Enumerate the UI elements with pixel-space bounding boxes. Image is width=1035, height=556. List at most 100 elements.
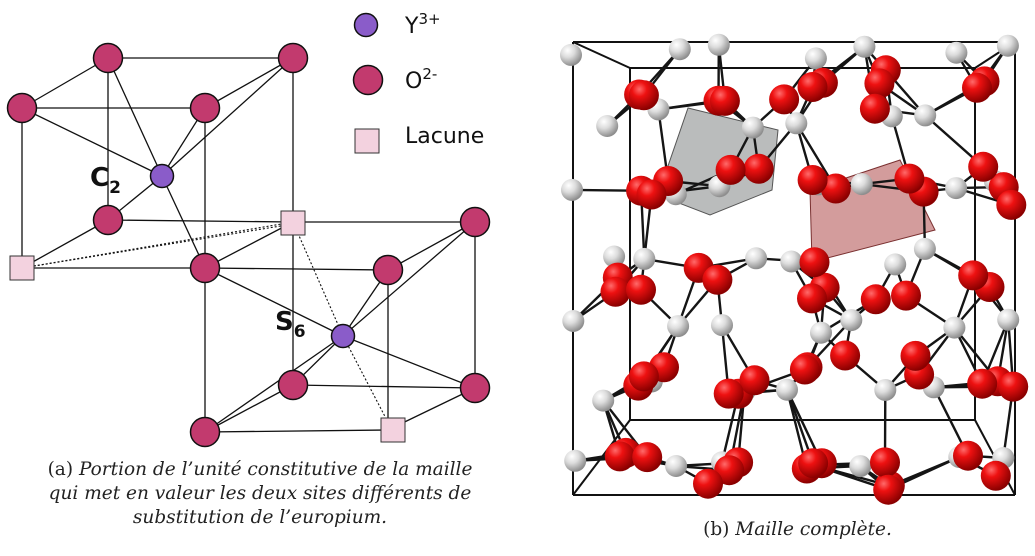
oxygen-atom: [693, 468, 723, 499]
oxygen-atom: [709, 85, 740, 116]
legend-label-vacancy: Lacune: [405, 124, 484, 149]
cation-atom: [711, 314, 733, 337]
oxygen-atom: [6, 92, 38, 124]
cation-atom: [853, 35, 876, 58]
oxygen-atom: [870, 447, 900, 478]
oxygen-atom: [702, 264, 733, 295]
oxygen-atom: [891, 280, 921, 311]
legend-oxygen-icon: [352, 64, 384, 96]
cation-atom: [945, 177, 968, 200]
bond-line: [342, 335, 476, 389]
oxygen-atom: [873, 474, 904, 505]
cation-atom: [596, 115, 619, 137]
cation-atom: [707, 33, 730, 56]
yttrium-atom-c2: [149, 163, 175, 189]
dotted-line: [292, 221, 344, 337]
oxygen-atom: [715, 154, 746, 185]
oxygen-atom: [743, 153, 774, 184]
oxygen-atom: [797, 283, 827, 314]
caption-b-tag: (b): [703, 519, 730, 540]
oxygen-atom: [820, 173, 851, 204]
yttrium-atom-s6: [330, 323, 356, 349]
bond-line: [204, 267, 389, 271]
cation-atom: [874, 379, 897, 401]
cation-atom: [997, 308, 1020, 331]
caption-b: (b) Maille complète.: [560, 518, 1035, 542]
oxygen-atom: [277, 369, 309, 401]
oxygen-atom: [894, 163, 925, 194]
vacancy-squares: [9, 210, 406, 443]
oxygen-atom: [789, 354, 820, 385]
cation-atom: [850, 173, 873, 196]
oxygen-atom: [189, 92, 221, 124]
caption-a-tag: (a): [47, 459, 74, 480]
yttrium-atoms: [149, 163, 356, 349]
vacancy-square: [9, 255, 35, 281]
oxygen-atom: [797, 72, 828, 102]
bond-line: [21, 107, 163, 177]
oxygen-atom: [636, 179, 667, 210]
oxygen-atom: [604, 441, 635, 472]
legend-yttrium-icon: [353, 12, 379, 38]
site-label-c2: C2: [90, 163, 121, 198]
legend-vacancy-icon: [354, 128, 380, 154]
cation-atom: [745, 247, 768, 270]
oxygen-atom: [628, 80, 659, 111]
bond-line: [204, 267, 344, 337]
oxygen-atom: [713, 378, 744, 409]
oxygen-atom: [996, 189, 1027, 220]
oxygen-atom: [953, 440, 983, 471]
oxygen-atom: [189, 416, 221, 448]
legend-label-oxygen: O2-: [405, 65, 437, 94]
oxygen-atom: [830, 340, 861, 371]
bond-line: [161, 57, 294, 177]
oxygen-atom: [900, 340, 931, 371]
oxygen-atom: [967, 368, 998, 399]
cation-atom: [667, 315, 690, 338]
oxygen-atom: [958, 260, 989, 291]
bond-line: [387, 221, 476, 271]
bond-line: [107, 57, 163, 177]
oxygen-atoms: [6, 42, 491, 448]
oxygen-atom: [797, 165, 828, 195]
cation-atom: [633, 247, 656, 270]
caption-a-line-3: substitution de l’europium.: [132, 507, 388, 528]
bond-line: [204, 57, 294, 109]
bond-line: [204, 221, 294, 269]
caption-a-line: (a) Portion de l’unité constitutive de l…: [0, 458, 520, 482]
caption-a-line-2: qui met en valeur les deux sites différe…: [48, 483, 472, 504]
caption-b-text: Maille complète.: [735, 519, 892, 540]
bond-line: [161, 175, 206, 269]
vacancy-square: [380, 417, 406, 443]
bond-line: [21, 57, 109, 109]
cation-atom: [914, 104, 937, 127]
oxygen-atom: [459, 372, 491, 404]
cation-atom: [804, 47, 827, 70]
oxygen-atom: [860, 284, 891, 315]
cation-atom: [665, 455, 688, 477]
oxygen-atom: [739, 365, 770, 396]
cation-atom: [943, 316, 966, 339]
cation-atom: [849, 455, 872, 478]
bond-line: [204, 335, 344, 433]
oxygen-atom: [459, 206, 491, 238]
site-diagram: C2 S6 Y3+ O2- Lacune: [6, 10, 491, 448]
oxygen-atom: [372, 254, 404, 286]
cation-atom: [564, 449, 587, 472]
unit-cell-render: [560, 33, 1029, 505]
oxygen-atom: [628, 361, 659, 392]
cation-atom: [561, 178, 583, 201]
oxygen-atom: [968, 151, 999, 182]
oxygen-atom: [980, 460, 1011, 491]
cell-edge: [572, 41, 631, 69]
legend-label-yttrium: Y3+: [404, 10, 441, 39]
atoms: [560, 33, 1029, 505]
cation-atom: [592, 389, 615, 412]
cation-atom: [884, 253, 907, 276]
dotted-line: [21, 223, 294, 269]
oxygen-atom: [859, 93, 890, 124]
bond-line: [107, 219, 294, 223]
cation-atom: [562, 310, 585, 332]
cation-atom: [785, 112, 808, 135]
caption-a: (a) Portion de l’unité constitutive de l…: [0, 458, 520, 530]
